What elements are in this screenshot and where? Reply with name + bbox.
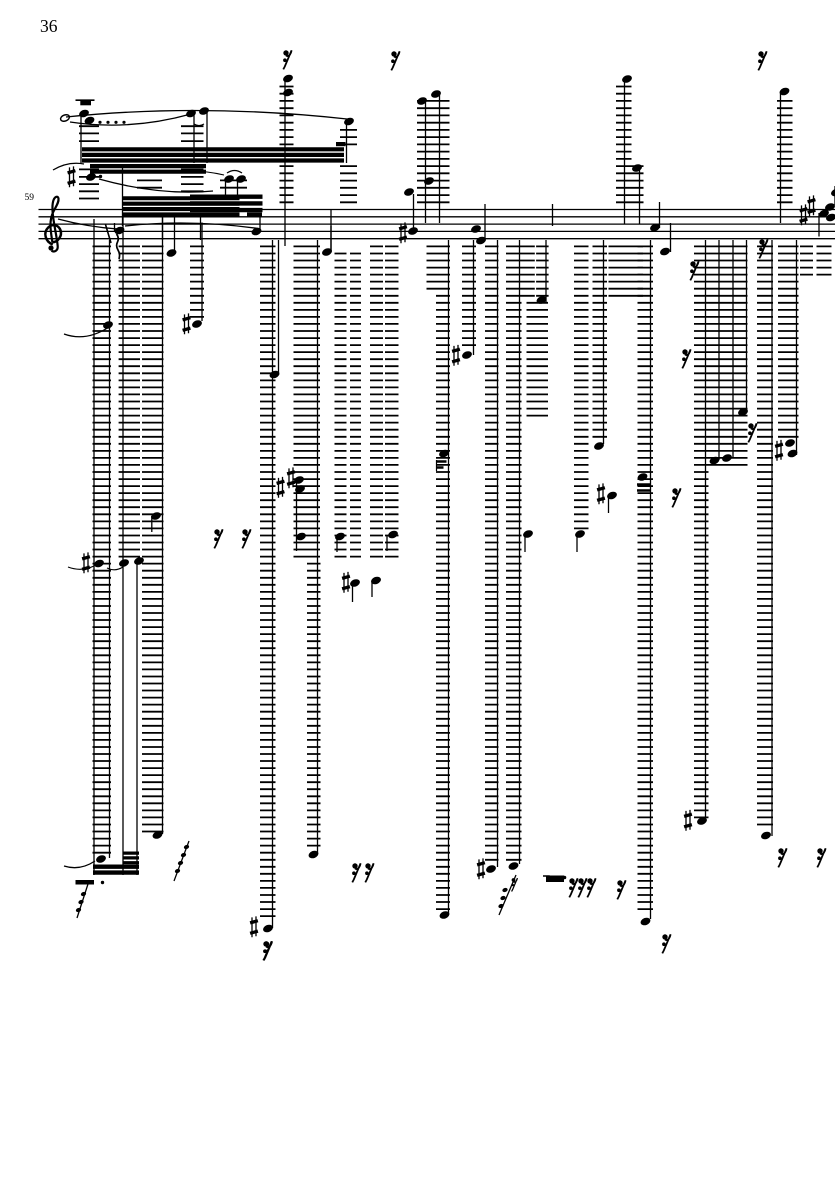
- svg-text:59: 59: [25, 193, 35, 203]
- svg-text:36: 36: [40, 16, 58, 36]
